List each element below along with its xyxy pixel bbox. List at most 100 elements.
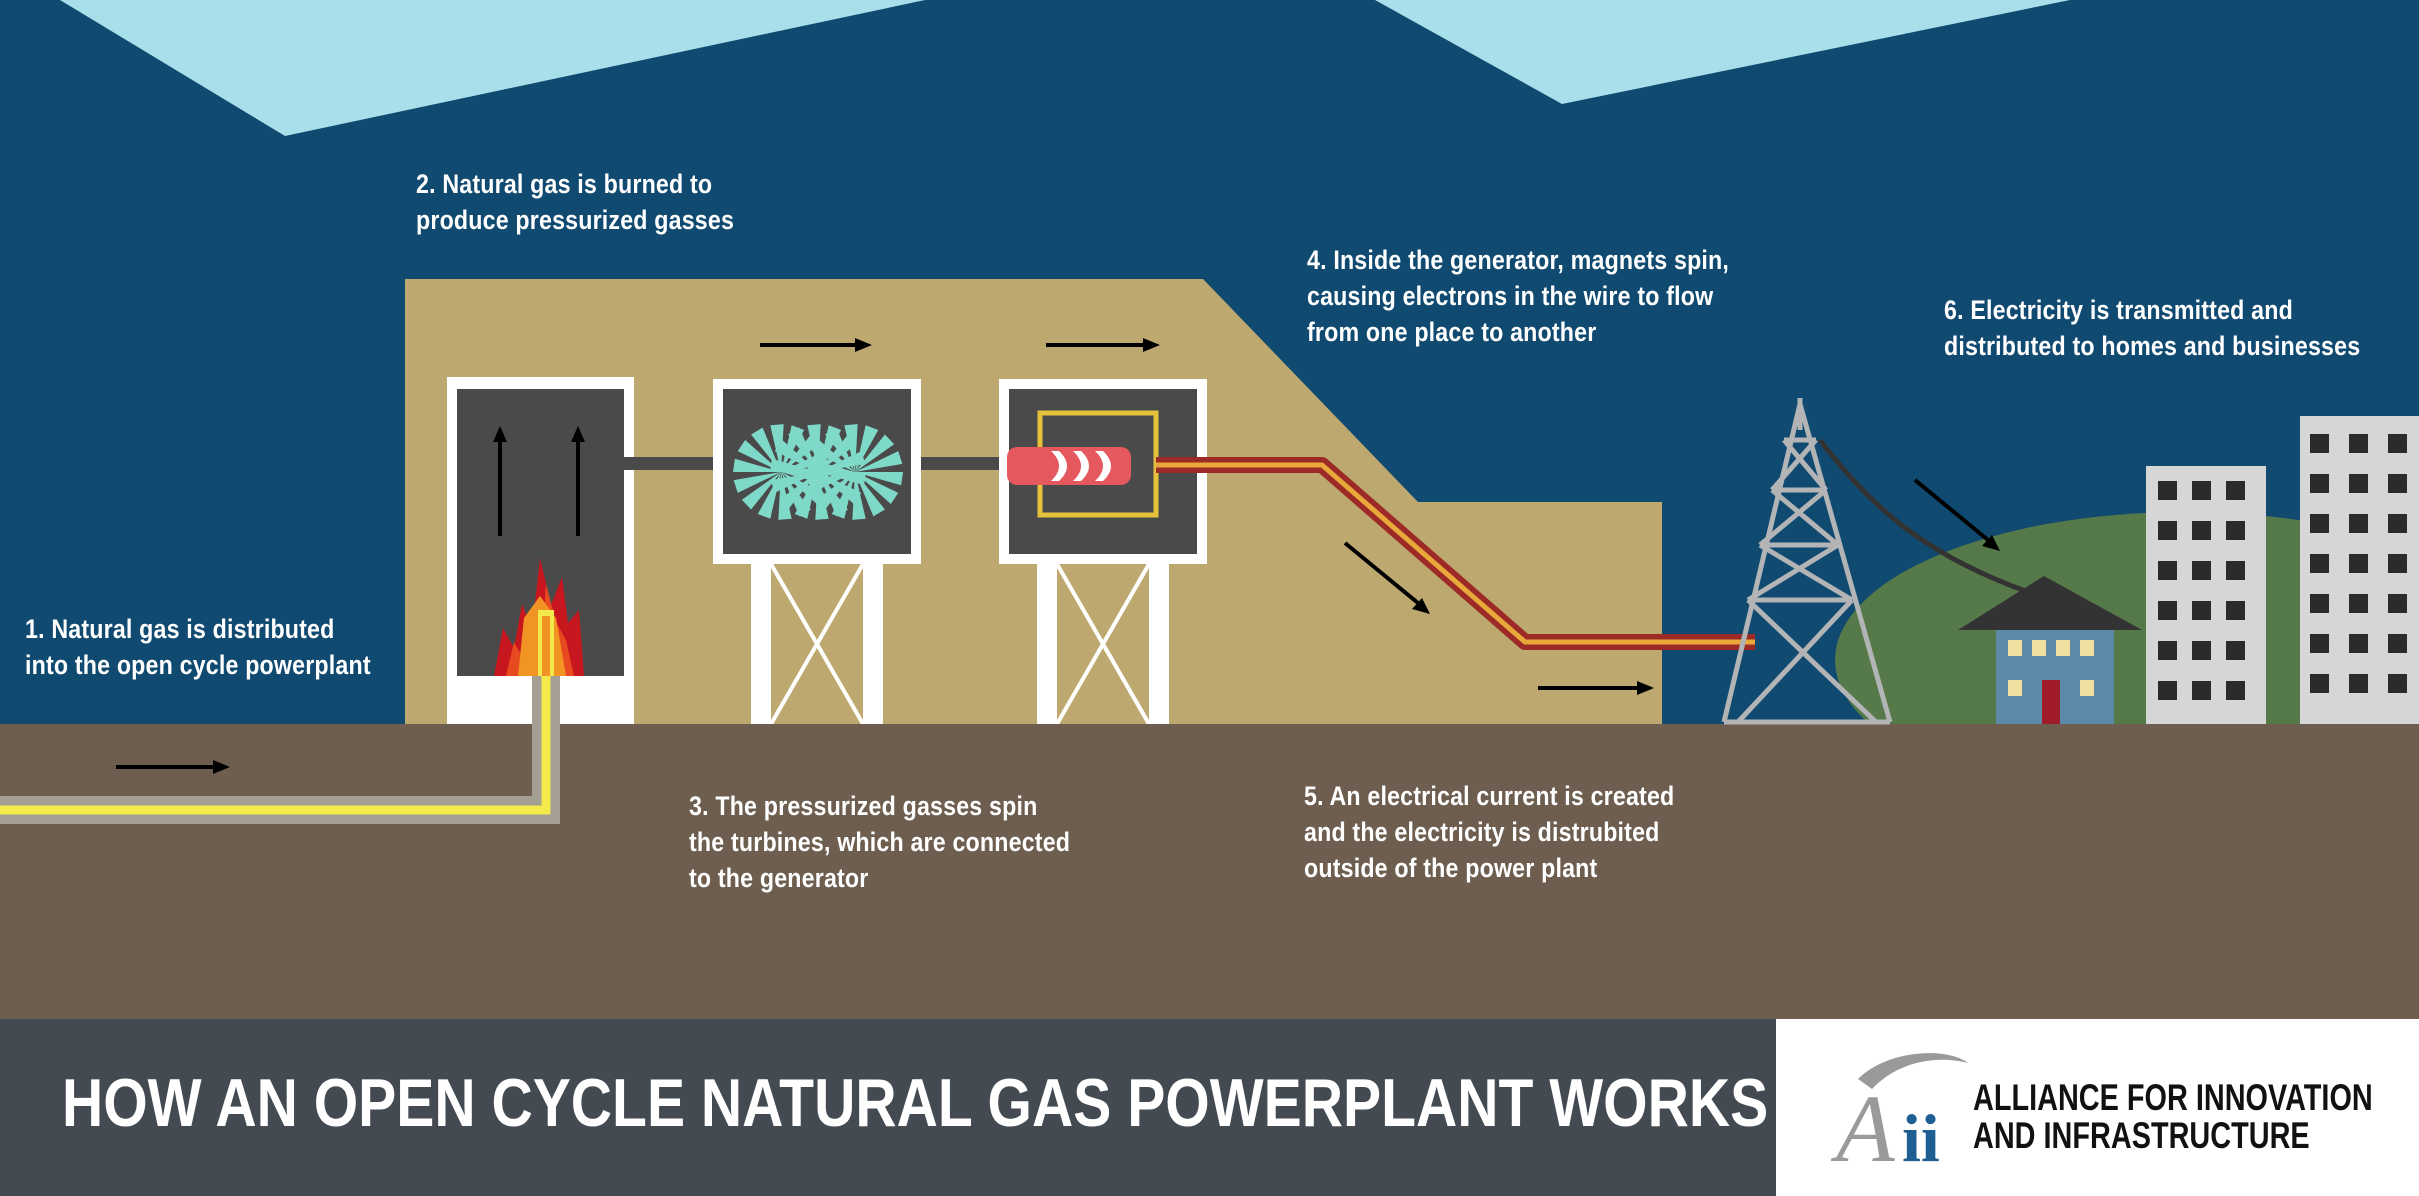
building-window	[2310, 594, 2329, 613]
transmission-tower-icon	[1721, 398, 1893, 725]
step-4-line: from one place to another	[1307, 317, 1597, 347]
step-5-line: 5. An electrical current is created	[1304, 781, 1675, 811]
step-4-text: 4. Inside the generator, magnets spin, c…	[1307, 242, 1729, 350]
arrow-icon	[116, 760, 230, 774]
step-3-line: 3. The pressurized gasses spin	[689, 791, 1038, 821]
step-5-line: and the electricity is distrubited	[1304, 817, 1660, 847]
building-window	[2226, 641, 2245, 660]
step-1-line: into the open cycle powerplant	[25, 650, 371, 680]
turbine-blade	[855, 472, 899, 504]
building-window	[2310, 674, 2329, 693]
turbine-blade	[855, 472, 885, 517]
flow-arrows	[116, 338, 2000, 774]
building-window	[2388, 594, 2407, 613]
step-4-line: causing electrons in the wire to flow	[1307, 281, 1714, 311]
shaft	[912, 457, 1000, 470]
building-window	[2349, 554, 2368, 573]
building-window	[2226, 561, 2245, 580]
step-2-line: 2. Natural gas is burned to	[416, 169, 713, 199]
step-3-line: the turbines, which are connected	[689, 827, 1071, 857]
turbine-blade	[831, 472, 855, 519]
step-3-text: 3. The pressurized gasses spin the turbi…	[689, 788, 1070, 896]
turbine-blade	[844, 424, 858, 472]
building-window	[2349, 594, 2368, 613]
arrow-icon	[1538, 681, 1654, 695]
turbine-blade	[733, 472, 781, 493]
arrow-icon	[571, 426, 585, 536]
building-window	[2310, 554, 2329, 573]
turbine-blade	[818, 434, 858, 472]
house-icon	[1958, 576, 2142, 724]
building-window	[2349, 514, 2368, 533]
step-6-line: 6. Electricity is transmitted and	[1944, 295, 2293, 325]
generator-stand	[1037, 563, 1169, 725]
building-window	[2388, 514, 2407, 533]
building-window	[2158, 521, 2177, 540]
building-window	[2192, 601, 2211, 620]
power-line	[1818, 438, 2029, 595]
turbine-blade	[855, 472, 903, 486]
building-window	[2226, 681, 2245, 700]
building-window	[2310, 634, 2329, 653]
turbine-blade	[811, 440, 855, 472]
building-window	[2158, 601, 2177, 620]
turbine-rotor	[733, 424, 903, 520]
arrow-icon	[1343, 541, 1430, 614]
step-3-line: to the generator	[689, 863, 869, 893]
turbine-blade	[855, 425, 879, 472]
turbine-blade	[807, 472, 855, 493]
sky-light-left	[60, 0, 925, 136]
logo-letters: ii	[1902, 1100, 1940, 1169]
building-window	[2349, 434, 2368, 453]
turbine-stand	[751, 563, 883, 725]
turbine-blade	[733, 458, 781, 472]
svg-text:A: A	[1830, 1075, 1895, 1169]
building-window	[2192, 641, 2211, 660]
building-window	[2158, 561, 2177, 580]
building-window	[2158, 641, 2177, 660]
title-bar: HOW AN OPEN CYCLE NATURAL GAS POWERPLANT…	[0, 1019, 1776, 1196]
step-2-text: 2. Natural gas is burned to produce pres…	[416, 166, 734, 238]
turbine-blade	[770, 472, 818, 493]
turbine-blade	[781, 434, 821, 472]
turbine-blade	[815, 472, 855, 510]
building-window	[2388, 434, 2407, 453]
org-name-line-2: AND INFRASTRUCTURE	[1973, 1115, 2310, 1156]
turbine-blade	[737, 440, 781, 472]
building-window	[2226, 601, 2245, 620]
turbine-blade	[855, 451, 903, 472]
turbine-blade	[807, 458, 855, 472]
building-window	[2192, 481, 2211, 500]
logo-box: A ii ALLIANCE FOR INNOVATION AND INFRAST…	[1776, 1019, 2419, 1196]
turbine-blade	[774, 440, 818, 472]
arrow-icon	[1913, 478, 2000, 551]
step-2-line: produce pressurized gasses	[416, 205, 735, 235]
building-window	[2192, 521, 2211, 540]
aii-logo-icon: A ii	[1830, 1053, 1968, 1169]
turbine-blade	[770, 458, 818, 472]
building-window	[2388, 554, 2407, 573]
generator-magnet	[1007, 447, 1131, 485]
step-5-line: outside of the power plant	[1304, 853, 1598, 883]
office-building-icon	[2146, 466, 2266, 724]
building-window	[2192, 561, 2211, 580]
building-window	[2349, 634, 2368, 653]
building-window	[2226, 481, 2245, 500]
building-window	[2388, 674, 2407, 693]
building-window	[2388, 474, 2407, 493]
org-name-line-1: ALLIANCE FOR INNOVATION	[1973, 1077, 2373, 1118]
building-window	[2310, 514, 2329, 533]
arrow-icon	[1046, 338, 1160, 352]
turbine-blade	[825, 427, 855, 472]
building-window	[2192, 681, 2211, 700]
building-window	[2349, 474, 2368, 493]
ground	[0, 724, 2419, 1019]
turbine-blade	[855, 434, 895, 472]
shaft	[624, 457, 714, 470]
arrow-icon	[760, 338, 872, 352]
step-5-text: 5. An electrical current is created and …	[1304, 778, 1674, 886]
building-window	[2226, 521, 2245, 540]
step-4-line: 4. Inside the generator, magnets spin,	[1307, 245, 1730, 275]
arrow-icon	[493, 426, 507, 536]
flame-icon	[494, 558, 584, 676]
